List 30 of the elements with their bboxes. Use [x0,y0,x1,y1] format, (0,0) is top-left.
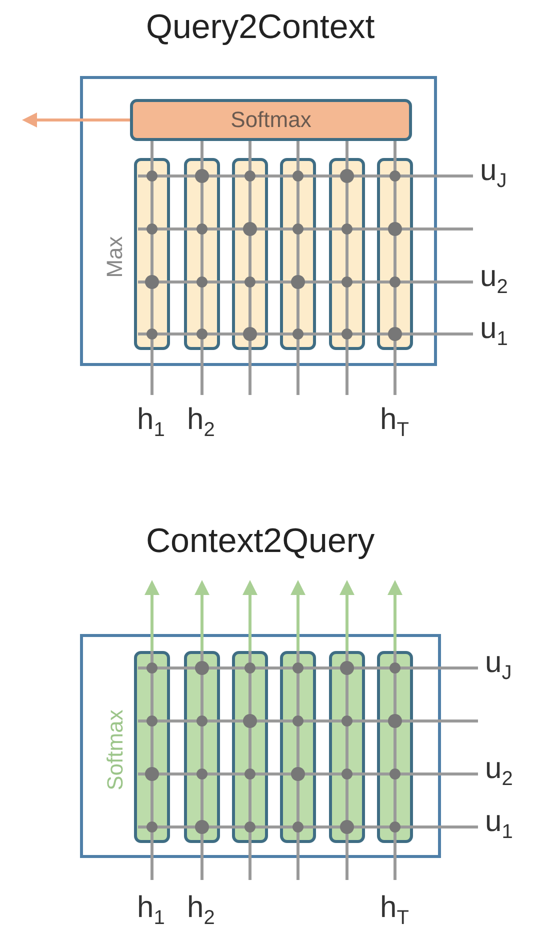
connector-line [248,141,252,158]
vector-label: u$_{1}$ [480,314,508,349]
arrow [242,580,258,651]
vector-label: u$_{J}$ [480,156,507,191]
vector-label: h$_{2}$ [187,893,215,928]
arrow [388,580,402,651]
arrow [194,580,210,651]
vector-label: u$_{J}$ [485,648,512,683]
arrow [144,580,160,651]
connector-line [346,141,348,158]
vector-label: u$_{1}$ [485,807,513,842]
arrow [290,580,306,651]
connector-line [394,141,396,158]
arrow [340,580,354,651]
vector-label: u$_{2}$ [480,262,508,297]
rotated-label: Max [102,236,128,278]
connector-line [200,141,204,158]
vector-label: h$_{T}$ [380,893,409,928]
softmax-box: Softmax [130,99,412,141]
vector-label: h$_{T}$ [380,405,409,440]
vector-label: h$_{2}$ [187,405,215,440]
panel-title: Query2Context [146,8,375,47]
connector-line [296,141,300,158]
vector-label: h$_{1}$ [137,405,165,440]
connector-line [150,141,154,158]
vector-label: u$_{2}$ [485,754,513,789]
rotated-label: Softmax [102,710,128,790]
vector-label: h$_{1}$ [137,893,165,928]
arrow [22,112,130,128]
panel-title: Context2Query [146,522,375,561]
